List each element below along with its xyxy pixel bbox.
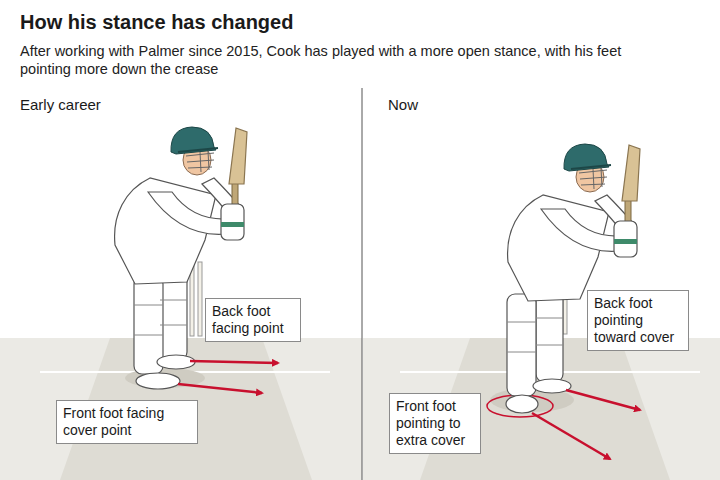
callout-text: Back foot pointing toward cover xyxy=(594,295,682,346)
panel-heading: Now xyxy=(388,96,418,114)
standfirst-caption: After working with Palmer since 2015, Co… xyxy=(20,42,660,78)
chart-title: How his stance has changed xyxy=(20,10,700,34)
callout-box: Back foot pointing toward cover xyxy=(587,290,689,351)
callout-text: Front foot pointing to extra cover xyxy=(396,398,474,449)
callout-text: Front foot facing cover point xyxy=(63,405,191,439)
panel-heading: Early career xyxy=(20,96,101,114)
callout-box: Back foot facing point xyxy=(205,298,301,342)
callout-box: Front foot facing cover point xyxy=(56,400,198,444)
callout-text: Back foot facing point xyxy=(212,303,294,337)
callout-box: Front foot pointing to extra cover xyxy=(389,393,481,454)
